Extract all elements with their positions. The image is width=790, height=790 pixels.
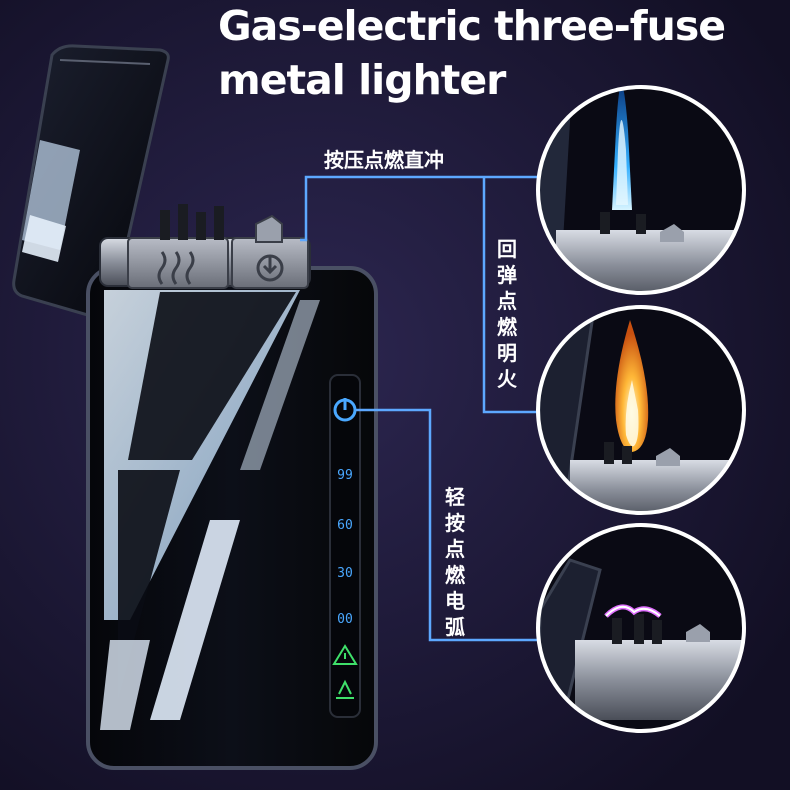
level-99: 99 (337, 468, 353, 483)
callout-rebound-flame: 回弹点燃明火 (497, 237, 517, 391)
led-display (329, 374, 361, 718)
callout-press-jet: 按压点燃直冲 (324, 148, 444, 172)
level-00: 00 (337, 612, 353, 627)
lighter-lid (12, 44, 170, 320)
lighter-body (86, 266, 378, 770)
arc-detail (538, 525, 744, 731)
level-30: 30 (337, 566, 353, 581)
power-icon (333, 398, 357, 422)
open-flame-detail (538, 307, 744, 513)
callout-light-arc: 轻按点燃电弧 (445, 485, 465, 639)
detail-frame-jet (536, 85, 746, 295)
chrome-head (99, 204, 311, 289)
level-60: 60 (337, 518, 353, 533)
warning-icon (332, 644, 358, 665)
callout-lines (300, 175, 542, 642)
detail-frame-arc (536, 523, 746, 733)
detail-frame-flame (536, 305, 746, 515)
flame-status-icon (336, 679, 354, 699)
page-title-line1: Gas-electric three-fuse (218, 2, 726, 50)
page-title-line2: metal lighter (218, 56, 506, 104)
